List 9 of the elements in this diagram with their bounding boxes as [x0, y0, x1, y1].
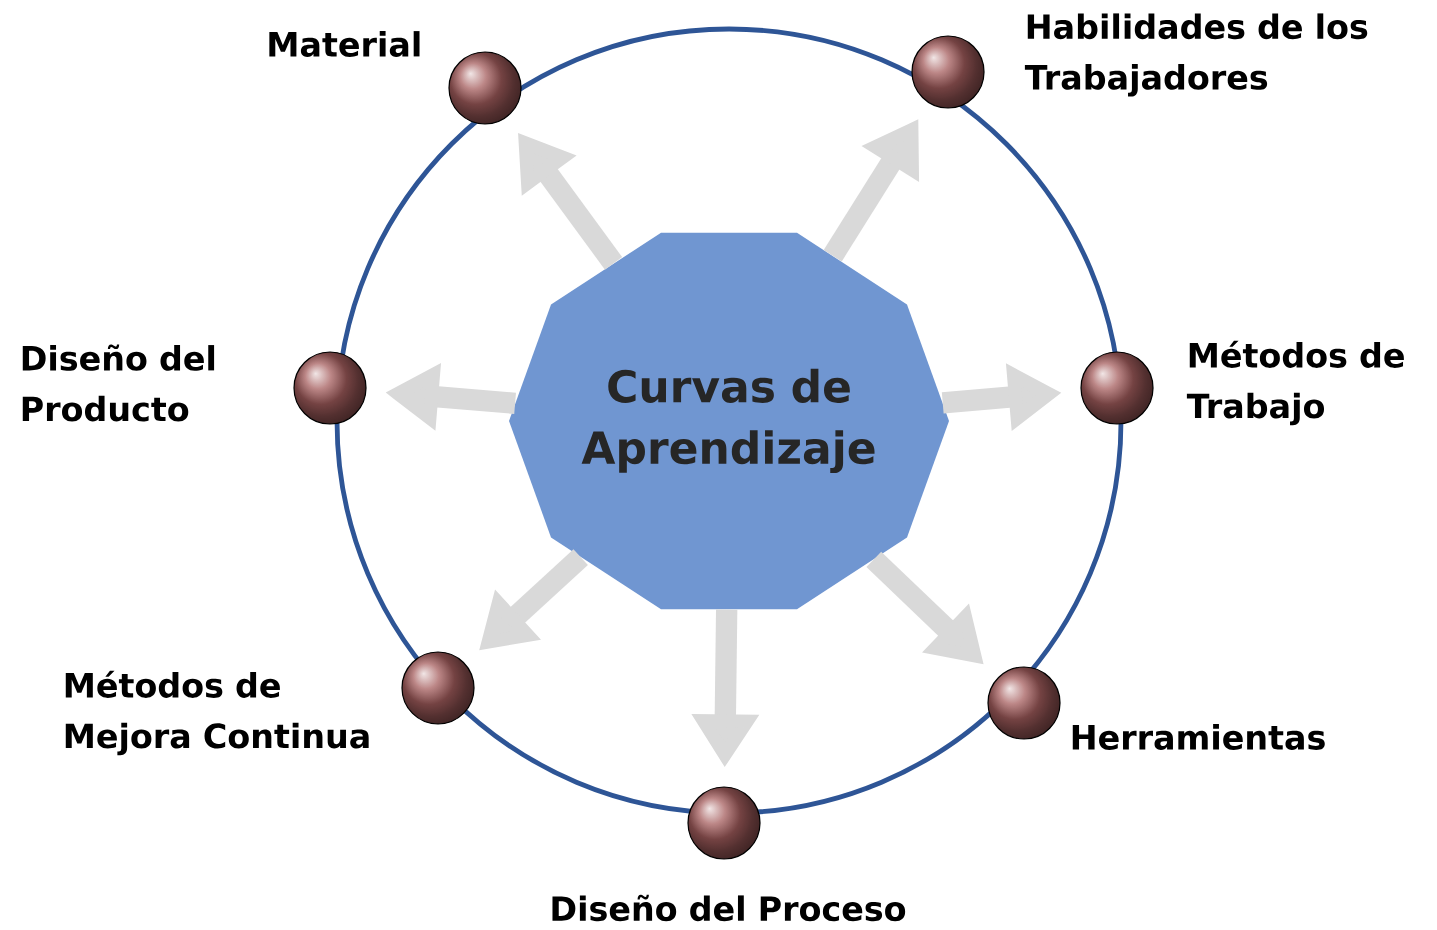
sphere-label: Métodos de Trabajo	[1186, 340, 1404, 426]
sphere-label: Material	[269, 31, 420, 57]
center-label: Curvas de Aprendizaje	[581, 368, 875, 474]
sphere-label: Habilidades de los Trabajadores	[1024, 13, 1368, 97]
sphere-label: Diseño del Producto	[22, 344, 215, 422]
center-polygon	[509, 232, 949, 610]
sphere-label: Métodos de Mejora Continua	[65, 670, 369, 756]
sphere-label: Diseño del Proceso	[552, 894, 906, 922]
sphere-label: Herramientas	[1072, 724, 1325, 750]
